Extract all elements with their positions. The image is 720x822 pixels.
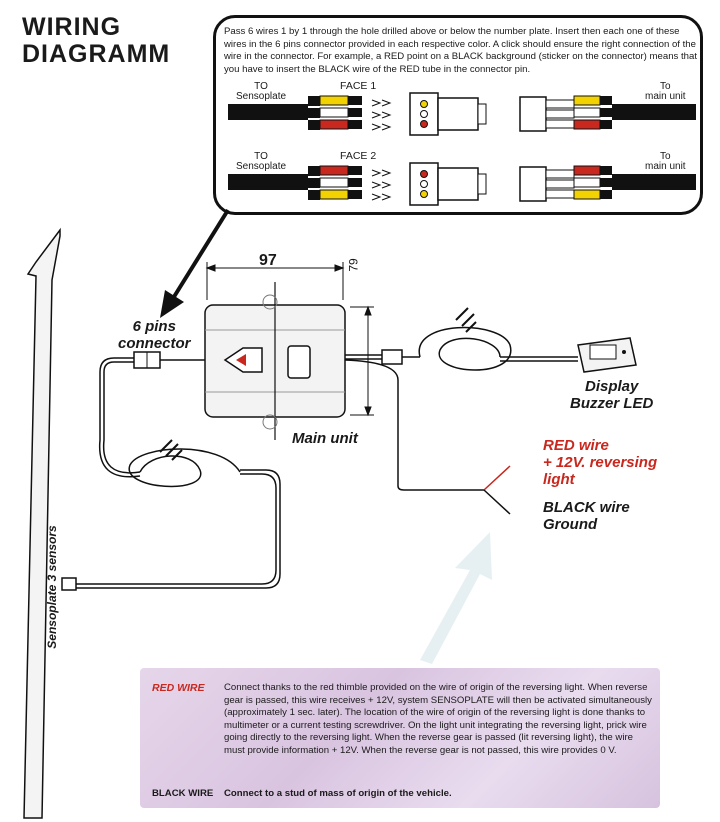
- main-unit: [204, 282, 346, 440]
- face1-cable-right: [612, 104, 696, 120]
- sensoplate-bar: [23, 227, 61, 819]
- instructions-text: Pass 6 wires 1 by 1 through the hole dri…: [224, 26, 698, 75]
- notes-box: [140, 668, 660, 808]
- face2-cable-left: [228, 174, 308, 190]
- background-arrow: [420, 532, 492, 664]
- face2-cable-right: [612, 174, 696, 190]
- diagram-title: WIRING DIAGRAMM: [22, 14, 170, 68]
- title-line-2: DIAGRAMM: [22, 40, 171, 68]
- black-wire-note-title: BLACK WIRE: [152, 788, 214, 799]
- face2-connector-diagram: [228, 162, 696, 206]
- display-label: Display Buzzer LED: [570, 378, 654, 412]
- face1-cable-left: [228, 104, 308, 120]
- red-wire-note-text: Connect thanks to the red thimble provid…: [224, 682, 652, 756]
- red-wire-label: RED wire + 12V. reversing light: [543, 437, 658, 488]
- callout-arrow: [160, 208, 230, 318]
- face1-connector-diagram: [228, 92, 696, 136]
- coil-tie-left: [159, 439, 183, 461]
- face1-label: FACE 1: [340, 80, 377, 92]
- instructions-callout: [213, 15, 703, 215]
- face1-left-label: TO Sensoplate: [236, 81, 287, 102]
- sensoplate-plug: [61, 577, 77, 591]
- face2-socket: [519, 166, 547, 202]
- face2-right-label: To main unit: [645, 151, 686, 172]
- face1-socket: [519, 96, 547, 132]
- black-wire-note-text: Connect to a stud of mass of origin of t…: [224, 788, 452, 799]
- coil-tie-right: [455, 307, 477, 333]
- display-connector: [381, 349, 403, 365]
- title-line-1: WIRING: [22, 13, 122, 41]
- face1-right-label: To main unit: [645, 81, 686, 102]
- dimension-width: 97: [259, 252, 277, 269]
- sensoplate-label: Sensoplate 3 sensors: [45, 525, 59, 649]
- red-wire-note-title: RED WIRE: [152, 682, 205, 694]
- face2-label: FACE 2: [340, 150, 377, 162]
- dimension-lines: [205, 262, 374, 417]
- black-wire-label: BLACK wire Ground: [543, 499, 630, 533]
- dimension-height: 79: [346, 258, 361, 272]
- main-unit-label: Main unit: [292, 430, 358, 447]
- display-buzzer-led: [577, 337, 637, 373]
- face2-left-label: TO Sensoplate: [236, 151, 287, 172]
- connector-label: 6 pins connector: [118, 318, 191, 352]
